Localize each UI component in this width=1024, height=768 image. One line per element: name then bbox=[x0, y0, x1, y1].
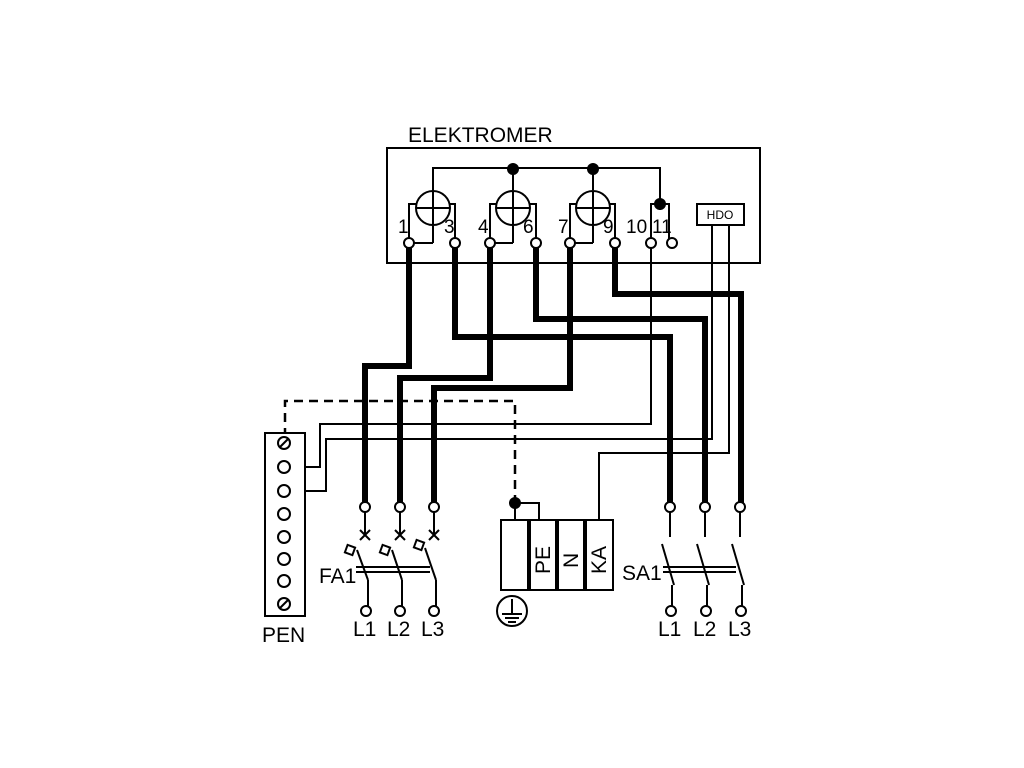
terminal-label-10: 10 bbox=[626, 217, 647, 238]
phase-wires bbox=[362, 243, 744, 507]
wire-l3-out bbox=[612, 243, 744, 507]
breaker-label: FA1 bbox=[319, 565, 356, 588]
breaker-fa1: FA1 L1 L2 L3 bbox=[319, 501, 444, 641]
terminal-label-6: 6 bbox=[523, 217, 534, 238]
wire-l1-in bbox=[362, 243, 412, 507]
terminal-label-11: 11 bbox=[652, 217, 672, 238]
terminal-blocks: PE N KA bbox=[496, 503, 614, 627]
wire-pen-dashed bbox=[283, 399, 517, 503]
switch-phase-l1: L1 bbox=[658, 618, 681, 641]
junction-dot bbox=[587, 163, 599, 175]
wire-l1-out bbox=[452, 243, 673, 507]
wire-hdo-a bbox=[287, 263, 713, 492]
pe-block bbox=[529, 519, 557, 591]
meter-terminals bbox=[403, 237, 678, 249]
ground-block bbox=[500, 519, 529, 591]
ka-block bbox=[585, 519, 614, 591]
pen-bar: PEN bbox=[262, 432, 306, 647]
breaker-phase-l1: L1 bbox=[353, 618, 376, 641]
wire-l2-in bbox=[397, 243, 493, 507]
measuring-element-3 bbox=[569, 190, 616, 244]
breaker-phase-l2: L2 bbox=[387, 618, 410, 641]
hdo-label: HDO bbox=[707, 208, 734, 222]
measuring-element-1 bbox=[408, 190, 456, 244]
switch-phase-l3: L3 bbox=[728, 618, 751, 641]
terminal-label-7: 7 bbox=[558, 217, 569, 238]
breaker-phase-l3: L3 bbox=[421, 618, 444, 641]
wire-hdo-ka bbox=[598, 263, 730, 520]
wire-pe bbox=[515, 502, 540, 521]
pen-label: PEN bbox=[262, 624, 305, 647]
meter-title: ELEKTROMER bbox=[408, 124, 553, 147]
terminal-label-4: 4 bbox=[478, 217, 489, 238]
terminal-label-3: 3 bbox=[444, 217, 455, 238]
terminal-label-1: 1 bbox=[398, 217, 409, 238]
hdo-box bbox=[696, 203, 745, 226]
terminal-label-9: 9 bbox=[603, 217, 614, 238]
control-wires bbox=[287, 243, 730, 521]
switch-sa1: SA1 L1 L2 L3 bbox=[622, 501, 751, 641]
pe-label: PE bbox=[532, 546, 555, 574]
switch-label: SA1 bbox=[622, 562, 662, 585]
n-block bbox=[557, 519, 585, 591]
switch-phase-l2: L2 bbox=[693, 618, 716, 641]
n-label: N bbox=[560, 553, 583, 568]
wire-terminal-10 bbox=[287, 243, 652, 468]
ground-icon bbox=[496, 595, 528, 627]
wire-l2-out bbox=[533, 243, 708, 507]
wire-l3-in bbox=[431, 243, 573, 507]
ka-label: KA bbox=[588, 546, 611, 574]
junction-dot bbox=[507, 163, 519, 175]
meter-internal-bus bbox=[432, 167, 661, 210]
